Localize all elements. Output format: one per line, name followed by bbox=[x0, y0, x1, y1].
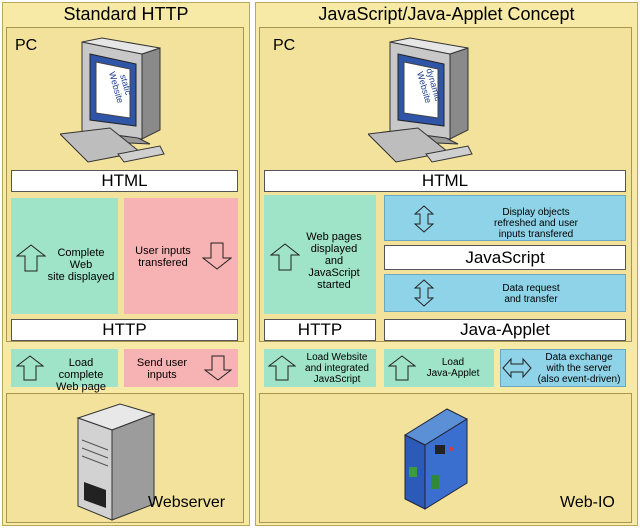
right-data-exchange-text: Data exchange with the server (also even… bbox=[537, 352, 621, 385]
left-server-label: Webserver bbox=[148, 494, 226, 511]
right-display-objects-text: Display objects refreshed and user input… bbox=[494, 207, 578, 240]
down-arrow-icon bbox=[204, 355, 232, 381]
right-javascript-bar: JavaScript bbox=[384, 245, 626, 270]
double-arrow-icon bbox=[414, 205, 434, 233]
right-pc-label: PC bbox=[273, 37, 296, 54]
right-html-bar: HTML bbox=[264, 170, 626, 192]
left-load-page-box bbox=[11, 349, 118, 387]
left-send-inputs-text: Send user inputs bbox=[136, 357, 188, 381]
left-complete-site-text: Complete Web site displayed bbox=[47, 247, 115, 283]
computer-icon bbox=[60, 34, 180, 164]
double-arrow-icon bbox=[414, 279, 434, 307]
right-device-label: Web-IO bbox=[560, 494, 615, 511]
right-load-applet-text: Load Java-Applet bbox=[426, 357, 480, 379]
left-user-inputs-box bbox=[124, 198, 238, 314]
left-html-bar: HTML bbox=[11, 170, 238, 192]
right-http-bar: HTTP bbox=[264, 319, 376, 341]
left-http-bar: HTTP bbox=[11, 319, 238, 341]
up-arrow-icon bbox=[268, 355, 296, 381]
up-arrow-icon bbox=[388, 355, 416, 381]
down-arrow-icon bbox=[202, 242, 232, 270]
up-arrow-icon bbox=[16, 355, 44, 381]
right-title: JavaScript/Java-Applet Concept bbox=[318, 4, 575, 24]
left-complete-site-box bbox=[11, 198, 118, 314]
up-arrow-icon bbox=[270, 243, 300, 271]
left-title: Standard HTTP bbox=[63, 4, 189, 24]
right-display-objects-box bbox=[384, 195, 626, 241]
right-web-pages-box bbox=[264, 195, 376, 314]
right-load-applet-box bbox=[384, 349, 494, 387]
right-load-website-text: Load Website and integrated JavaScript bbox=[305, 352, 369, 385]
web-io-device-icon bbox=[395, 405, 475, 513]
server-tower-icon bbox=[70, 400, 160, 522]
up-arrow-icon bbox=[16, 244, 46, 272]
left-pc-label: PC bbox=[15, 37, 38, 54]
right-java-applet-bar: Java-Applet bbox=[384, 319, 626, 341]
right-data-exchange-box bbox=[500, 349, 626, 387]
left-user-inputs-text: User inputs transfered bbox=[135, 245, 191, 269]
left-send-inputs-box bbox=[124, 349, 238, 387]
right-data-request-text: Data request and transfer bbox=[502, 283, 560, 305]
left-load-page-text: Load complete Web page bbox=[56, 357, 106, 393]
double-arrow-icon bbox=[502, 354, 532, 382]
right-load-website-box bbox=[264, 349, 376, 387]
right-web-pages-text: Web pages displayed and JavaScript start… bbox=[306, 231, 362, 291]
computer-icon bbox=[368, 34, 488, 164]
